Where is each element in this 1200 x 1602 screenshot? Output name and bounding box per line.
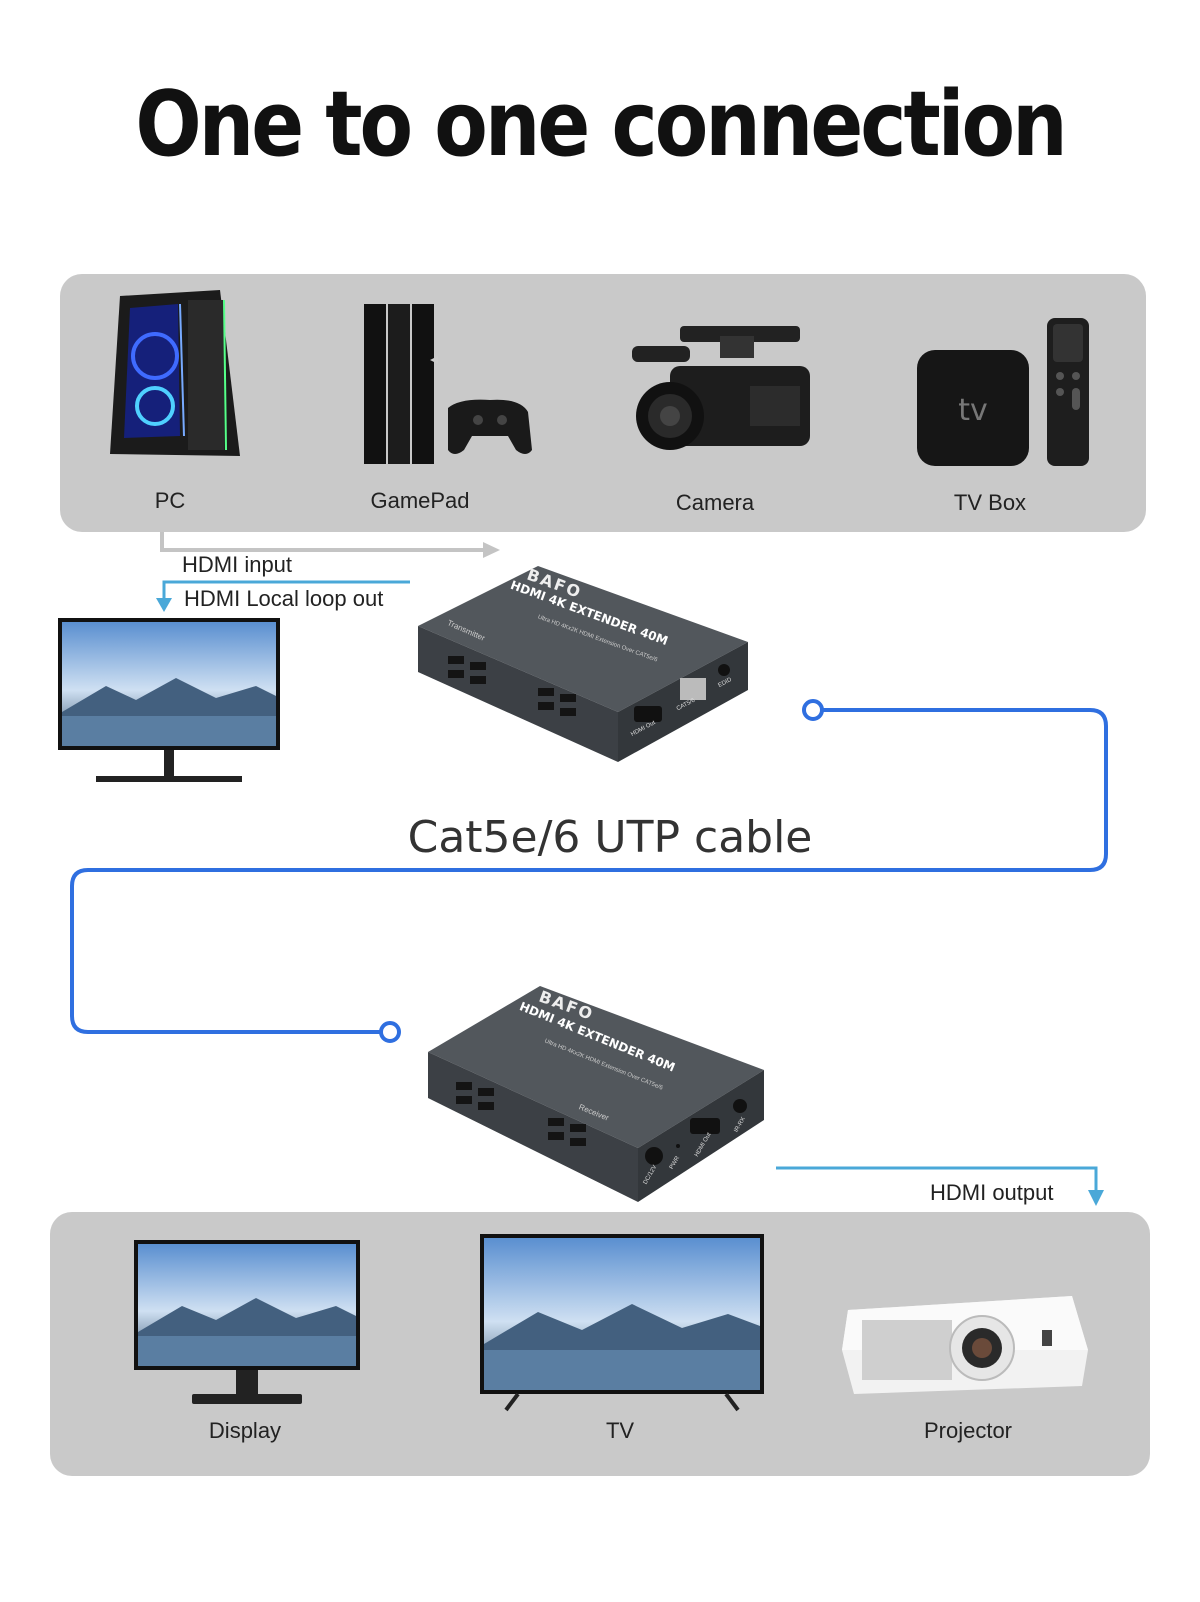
tv-box-icon: tv xyxy=(915,318,1095,470)
game-console-icon xyxy=(360,300,540,470)
cable-label: Cat5e/6 UTP cable xyxy=(407,812,813,863)
monitor-icon xyxy=(132,1238,362,1410)
transmitter-unit: BAFO HDMI 4K EXTENDER 40M Ultra HD 4Kx2K… xyxy=(418,565,748,766)
video-camera-icon xyxy=(630,326,830,466)
pc-tower-icon xyxy=(100,286,250,466)
source-label-gamepad: GamePad xyxy=(370,488,470,513)
svg-text:tv: tv xyxy=(958,393,988,428)
hdmi-output-label: HDMI output xyxy=(930,1180,1054,1205)
source-label-camera: Camera xyxy=(675,490,755,515)
tv-icon xyxy=(478,1232,766,1412)
diagram-title: One to one connection xyxy=(135,73,1067,177)
hdmi-local-loop-label: HDMI Local loop out xyxy=(184,586,384,611)
receiver-unit: BAFO HDMI 4K EXTENDER 40M Ultra HD 4Kx2K… xyxy=(428,986,764,1208)
projector-icon xyxy=(842,1290,1092,1400)
source-label-tv-box: TV Box xyxy=(953,490,1027,515)
output-label-projector: Projector xyxy=(923,1418,1013,1443)
local-monitor-icon xyxy=(56,616,282,792)
hdmi-input-label: HDMI input xyxy=(182,552,293,577)
source-label-pc: PC xyxy=(154,488,186,513)
output-label-display: Display xyxy=(208,1418,282,1443)
output-label-tv: TV xyxy=(605,1418,635,1443)
